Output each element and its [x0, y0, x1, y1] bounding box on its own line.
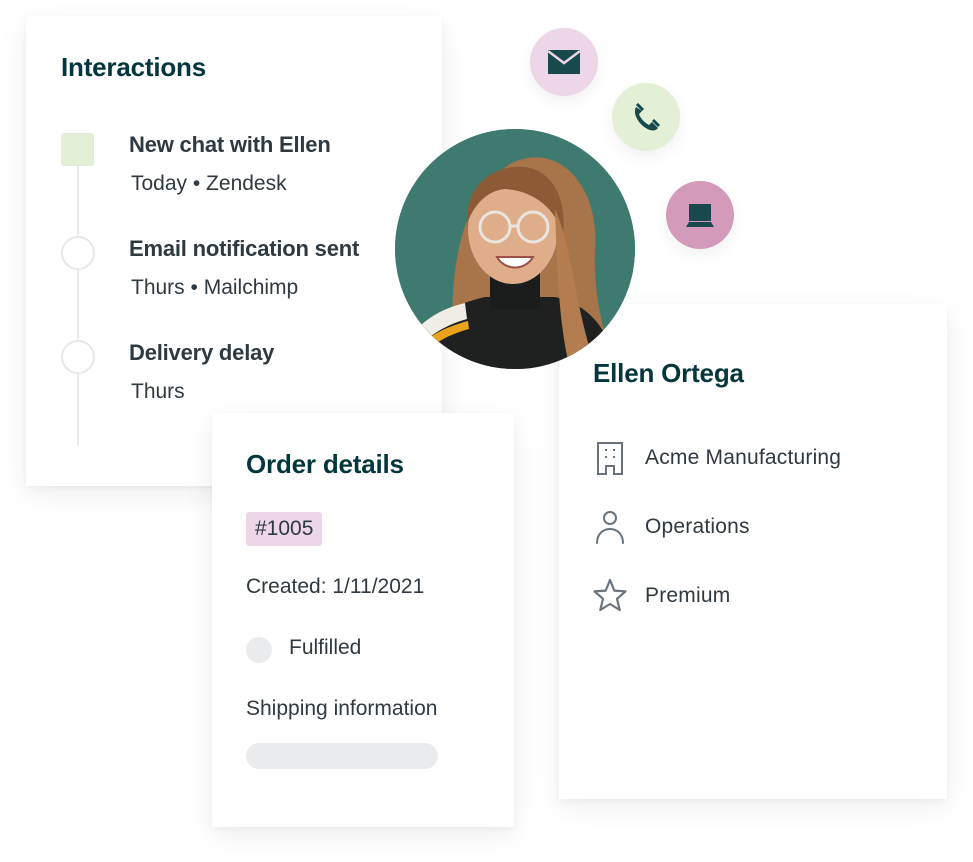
timeline-item-title: New chat with Ellen	[129, 132, 331, 157]
interactions-title: Interactions	[61, 52, 206, 82]
profile-attribute-label: Acme Manufacturing	[645, 446, 842, 469]
order-number-badge[interactable]: #1005	[246, 512, 323, 546]
web-channel-button[interactable]	[666, 181, 734, 249]
shipping-information-placeholder	[246, 743, 438, 769]
timeline-item-title: Delivery delay	[129, 340, 275, 365]
customer-name: Ellen Ortega	[593, 358, 744, 388]
star-icon	[593, 578, 627, 612]
timeline-marker	[61, 236, 95, 270]
timeline-marker-active	[61, 133, 94, 166]
profile-attribute-label: Operations	[645, 515, 750, 538]
timeline-line	[77, 166, 79, 446]
profile-attribute-department: Operations	[593, 507, 750, 547]
shipping-information-label: Shipping information	[246, 697, 438, 720]
building-icon	[597, 442, 623, 475]
phone-channel-button[interactable]	[612, 83, 680, 151]
profile-attribute-company: Acme Manufacturing	[593, 438, 841, 478]
laptop-icon	[686, 204, 714, 227]
timeline-item-subtitle: Thurs	[131, 380, 185, 403]
profile-attribute-label: Premium	[645, 584, 731, 607]
interactions-card: Interactions New chat with Ellen Today •…	[26, 16, 442, 486]
order-details-card: Order details #1005 Created: 1/11/2021 F…	[212, 413, 514, 827]
timeline-marker	[61, 340, 95, 374]
email-channel-button[interactable]	[530, 28, 598, 96]
timeline-item-subtitle: Thurs • Mailchimp	[131, 276, 299, 299]
status-indicator-icon	[246, 637, 272, 663]
timeline-item-subtitle: Today • Zendesk	[131, 172, 287, 195]
user-icon	[596, 511, 624, 544]
order-created-date: Created: 1/11/2021	[246, 575, 425, 598]
customer-profile-card: Ellen Ortega Acme Manufacturing Operatio…	[559, 304, 947, 799]
customer-avatar	[395, 129, 635, 369]
order-status: Fulfilled	[289, 636, 362, 659]
order-details-title: Order details	[246, 449, 404, 479]
email-icon	[547, 50, 581, 74]
profile-attribute-tier: Premium	[593, 576, 730, 616]
timeline-item-title: Email notification sent	[129, 236, 360, 261]
customer-photo	[395, 129, 635, 369]
phone-icon	[634, 102, 661, 131]
